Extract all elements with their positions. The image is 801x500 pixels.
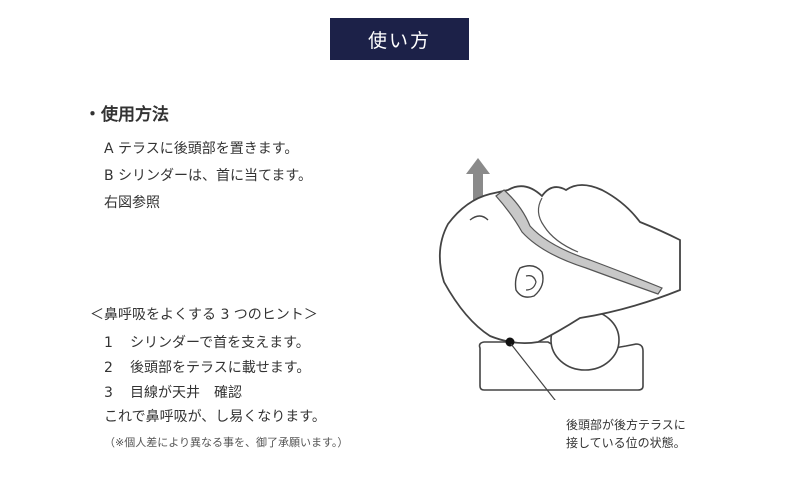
- caption-line-2: 接している位の状態。: [566, 436, 686, 450]
- tips-heading: ＜鼻呼吸をよくする 3 つのヒント＞: [90, 307, 318, 323]
- tip-item-3: 3 目線が天井 確認: [104, 382, 242, 402]
- airway: [495, 189, 663, 295]
- up-arrow-icon: [466, 158, 490, 206]
- contact-point: [505, 337, 515, 347]
- page-title: 使い方: [330, 18, 469, 60]
- eye: [469, 215, 489, 221]
- leader-line: [510, 343, 556, 400]
- tip-text: シリンダーで首を支えます。: [130, 335, 310, 351]
- tips-closing: これで鼻呼吸が、し易くなります。: [104, 409, 326, 425]
- tip-item-2: 2 後頭部をテラスに載せます。: [104, 357, 310, 377]
- pillow-usage-illustration: [438, 158, 681, 400]
- usage-line-a: A テラスに後頭部を置きます。: [104, 141, 299, 157]
- illustration-caption: 後頭部が後方テラスに 接している位の状態。: [566, 416, 686, 452]
- tips-note: （※個人差により異なる事を、御了承願います。）: [104, 436, 349, 449]
- tip-text: 目線が天井 確認: [130, 385, 242, 401]
- ear: [514, 265, 544, 298]
- caption-line-1: 後頭部が後方テラスに: [566, 418, 686, 432]
- usage-line-ref: 右図参照: [104, 195, 160, 211]
- tip-number: 1: [104, 335, 113, 351]
- tip-number: 2: [104, 360, 113, 376]
- usage-heading: ・使用方法: [84, 105, 169, 125]
- usage-line-b: B シリンダーは、首に当てます。: [104, 168, 312, 184]
- tip-number: 3: [104, 385, 113, 401]
- tip-item-1: 1 シリンダーで首を支えます。: [104, 332, 310, 352]
- tip-text: 後頭部をテラスに載せます。: [130, 360, 311, 376]
- page-title-text: 使い方: [367, 29, 431, 52]
- head-outline: [438, 184, 681, 345]
